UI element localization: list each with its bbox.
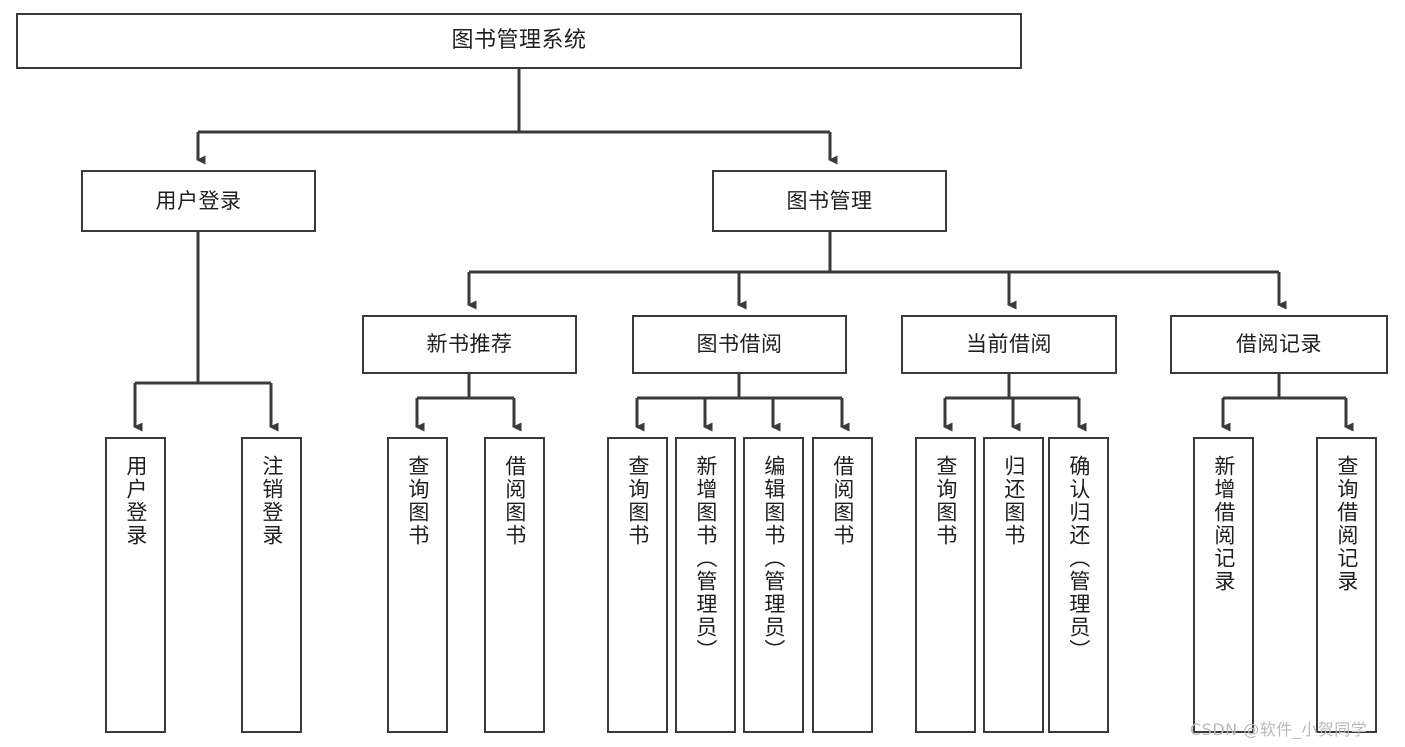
node-leaf-query-book-borrow[interactable]: 查询图书 <box>607 437 668 733</box>
node-label: 查询图书 <box>933 455 958 547</box>
node-leaf-edit-book-admin[interactable]: 编辑图书（管理员） <box>743 437 804 733</box>
node-label: 当前借阅 <box>966 332 1052 357</box>
node-label: 用户登录 <box>155 188 242 213</box>
node-leaf-user-login[interactable]: 用户登录 <box>105 437 166 733</box>
node-label: 确认归还（管理员） <box>1066 455 1091 662</box>
node-leaf-query-book-current[interactable]: 查询图书 <box>915 437 976 733</box>
node-leaf-return-book[interactable]: 归还图书 <box>983 437 1044 733</box>
node-user-login[interactable]: 用户登录 <box>81 170 316 232</box>
node-label: 图书借阅 <box>696 332 783 357</box>
node-label: 借阅图书 <box>502 455 527 547</box>
node-borrow-record[interactable]: 借阅记录 <box>1170 315 1388 374</box>
csdn-watermark: CSDN @软件_小贺同学 <box>1190 720 1368 739</box>
node-leaf-query-book-recommend[interactable]: 查询图书 <box>387 437 448 733</box>
node-label: 图书管理 <box>786 188 873 213</box>
node-book-borrow[interactable]: 图书借阅 <box>632 315 847 374</box>
node-leaf-query-borrow-record[interactable]: 查询借阅记录 <box>1316 437 1377 733</box>
node-label: 图书管理系统 <box>451 28 587 54</box>
node-label: 新增借阅记录 <box>1211 455 1236 593</box>
node-leaf-logout-login[interactable]: 注销登录 <box>241 437 302 733</box>
node-current-borrow[interactable]: 当前借阅 <box>901 315 1117 374</box>
node-label: 查询图书 <box>625 455 650 547</box>
node-root-book-management-system[interactable]: 图书管理系统 <box>16 13 1022 69</box>
node-leaf-borrow-book-borrow[interactable]: 借阅图书 <box>812 437 873 733</box>
node-leaf-add-book-admin[interactable]: 新增图书（管理员） <box>675 437 736 733</box>
node-label: 查询借阅记录 <box>1334 455 1359 593</box>
node-label: 新书推荐 <box>426 332 513 357</box>
node-label: 借阅记录 <box>1236 332 1322 357</box>
node-label: 归还图书 <box>1001 455 1026 547</box>
node-leaf-add-borrow-record[interactable]: 新增借阅记录 <box>1193 437 1254 733</box>
node-label: 注销登录 <box>259 455 284 547</box>
node-book-management[interactable]: 图书管理 <box>712 170 947 232</box>
node-label: 新增图书（管理员） <box>693 455 718 662</box>
node-new-book-recommend[interactable]: 新书推荐 <box>362 315 577 374</box>
node-leaf-borrow-book-recommend[interactable]: 借阅图书 <box>484 437 545 733</box>
node-label: 编辑图书（管理员） <box>761 455 786 662</box>
node-leaf-confirm-return-admin[interactable]: 确认归还（管理员） <box>1048 437 1109 733</box>
node-label: 借阅图书 <box>830 455 855 547</box>
node-label: 查询图书 <box>405 455 430 547</box>
node-label: 用户登录 <box>123 455 148 547</box>
